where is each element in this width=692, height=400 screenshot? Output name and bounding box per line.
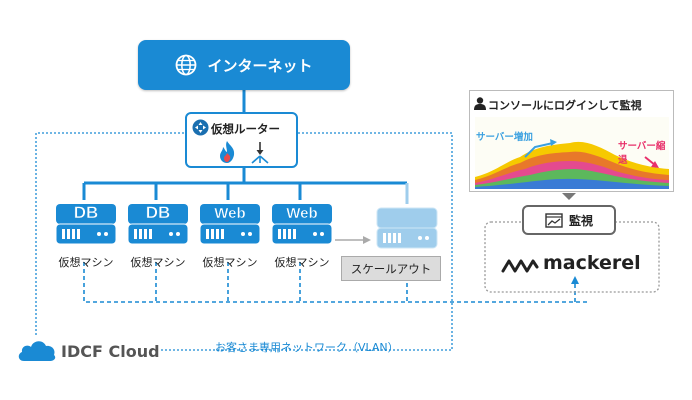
vm-server-1: DB 仮想マシン <box>55 198 121 270</box>
router-label: 仮想ルーター <box>211 122 280 136</box>
virtual-router-box: 仮想ルーター <box>185 112 298 168</box>
cloud-region-border <box>35 132 453 351</box>
monitor-label: 監視 <box>568 213 593 228</box>
scale-down-label: サーバー縮退 <box>618 141 666 166</box>
console-panel: コンソールにログインして監視 サーバー増加 サーバー縮退 <box>469 90 674 192</box>
idcf-cloud-logo-icon <box>18 341 56 361</box>
vlan-label: お客さま専用ネットワーク（VLAN） <box>215 341 399 354</box>
idcf-cloud-label: IDCF Cloud <box>61 342 160 361</box>
vm-server-3: Web 仮想マシン <box>199 198 265 270</box>
vm-server-4: Web 仮想マシン <box>271 198 337 270</box>
mackerel-label: mackerel <box>543 252 641 274</box>
firewall-flame-icon <box>220 141 235 163</box>
load-balancer-icon <box>251 142 269 164</box>
router-icon <box>192 119 209 136</box>
vm-badge: Web <box>286 205 317 222</box>
vm-badge: DB <box>74 203 99 222</box>
console-monitor-arrow <box>562 193 576 200</box>
console-title: コンソールにログインして監視 <box>488 99 642 112</box>
scale-up-label: サーバー増加 <box>476 132 533 143</box>
vm-badge: DB <box>146 203 171 222</box>
globe-icon <box>176 54 197 76</box>
vm-label: 仮想マシン <box>130 256 186 269</box>
internet-label: インターネット <box>207 56 313 75</box>
scale-out-label: スケールアウト <box>341 256 441 281</box>
internet-box: インターネット <box>138 40 350 90</box>
server-icon: Web <box>199 204 261 245</box>
server-icon: Web <box>271 204 333 245</box>
server-icon: DB <box>55 203 117 245</box>
vm-server-2: DB 仮想マシン <box>127 198 193 270</box>
server-icon: DB <box>127 203 189 245</box>
mackerel-logo-icon <box>501 259 539 273</box>
graph-window-icon <box>545 212 563 228</box>
scaled-out-server <box>376 207 438 249</box>
monitoring-box: 監視 <box>522 205 616 235</box>
vm-badge: Web <box>214 205 245 222</box>
vm-label: 仮想マシン <box>274 256 330 269</box>
vm-label: 仮想マシン <box>58 256 114 269</box>
metrics-graph <box>475 117 669 189</box>
vm-label: 仮想マシン <box>202 256 258 269</box>
user-icon <box>474 97 486 110</box>
